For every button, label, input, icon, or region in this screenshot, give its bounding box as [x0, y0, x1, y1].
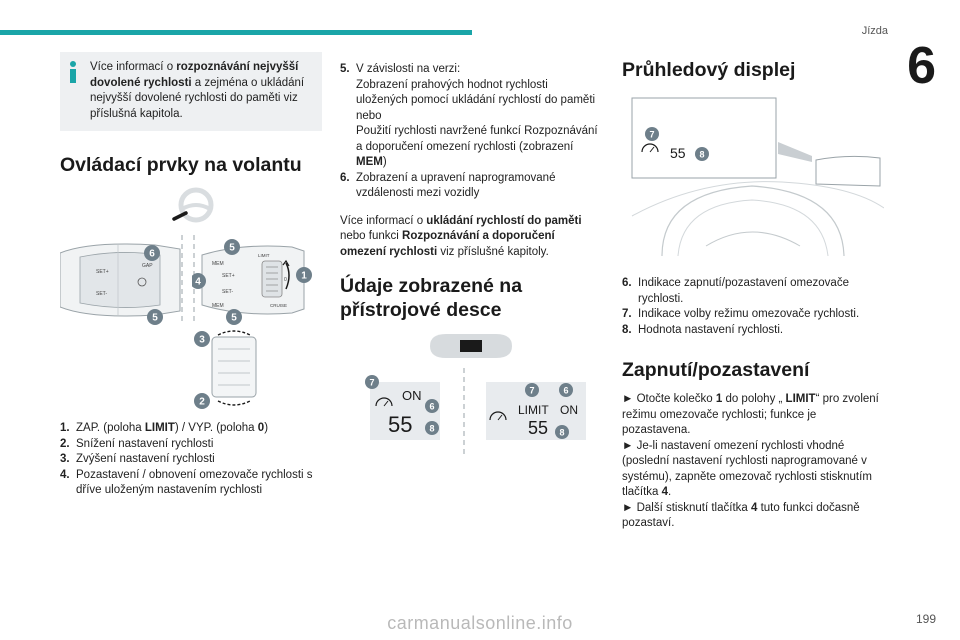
- label-limit: LIMIT: [258, 253, 270, 258]
- label-set-plus: SET+: [96, 269, 109, 275]
- left-stalk-illustration: SET+ SET- GAP 6 5: [60, 235, 183, 325]
- svg-text:4: 4: [195, 277, 201, 288]
- callout-5-top: 5: [224, 239, 240, 255]
- callout-2: 2: [194, 393, 210, 409]
- svg-text:8: 8: [559, 428, 564, 438]
- callout-6-b: 6: [559, 383, 573, 397]
- status-on-b: ON: [560, 403, 578, 417]
- callout-3: 3: [194, 331, 210, 347]
- callout-6-a: 6: [425, 399, 439, 413]
- hud-list: 6.Indikace zapnutí/pozastavení omezovače…: [622, 276, 884, 338]
- callout-7-a: 7: [365, 375, 379, 389]
- hud-speed-value: 55: [670, 145, 686, 161]
- status-on-a: ON: [402, 388, 422, 403]
- svg-text:5: 5: [231, 313, 237, 324]
- svg-text:6: 6: [149, 249, 155, 260]
- label-cruise: CRUISE: [270, 303, 287, 308]
- watermark: carmanualsonline.info: [387, 613, 573, 633]
- heading-instrument-panel: Údaje zobrazené na přístrojové desce: [340, 275, 523, 321]
- list-item: 3.Zvýšení nastavení rychlosti: [60, 453, 215, 465]
- right-stalk-illustration: MEM SET+ SET- MEM LIMIT CRUISE 0 5 4 1 5: [192, 235, 312, 325]
- label-mem-top: MEM: [212, 261, 224, 267]
- steering-controls-figure: SET+ SET- GAP 6 5 MEM SET+ SET- MEM LIMI…: [60, 185, 322, 411]
- status-limit-b: LIMIT: [518, 403, 549, 417]
- instrument-panel-figure: ON 55 7 6 8 LIMIT ON 55 7 6 8: [340, 332, 602, 462]
- svg-text:5: 5: [152, 313, 158, 324]
- speed-value-a: 55: [388, 412, 412, 437]
- head-up-display-figure: 55 7 8: [631, 97, 884, 257]
- list-item: 7.Indikace volby režimu omezovače rychlo…: [622, 308, 860, 320]
- speedometer-icon: [375, 397, 393, 407]
- svg-text:7: 7: [649, 130, 654, 140]
- svg-text:7: 7: [529, 386, 534, 396]
- instrument-panel-icon: [430, 334, 512, 358]
- svg-text:2: 2: [199, 397, 205, 408]
- callout-1: 1: [296, 267, 312, 283]
- callout-5: 5: [147, 309, 163, 325]
- info-text: Více informací o rozpoznávání nejvyšší d…: [90, 61, 305, 120]
- svg-text:7: 7: [369, 378, 374, 388]
- callout-8-hud: 8: [695, 147, 709, 161]
- list-item: 6.Indikace zapnutí/pozastavení omezovače…: [622, 277, 849, 305]
- callout-8-a: 8: [425, 421, 439, 435]
- callout-7-b: 7: [525, 383, 539, 397]
- list-item: 6.Zobrazení a upravení naprogramované vz…: [340, 171, 556, 200]
- speed-value-b: 55: [528, 418, 548, 438]
- steering-wheel-icon: [172, 187, 214, 223]
- instruction-3: ► Další stisknutí tlačítka 4 tuto funkci…: [622, 501, 860, 530]
- top-accent-bar: [0, 30, 472, 35]
- label-gap: GAP: [142, 263, 153, 269]
- speedometer-icon: [489, 411, 507, 421]
- list-item: 5. V závislosti na verzi: Zobrazení prah…: [340, 63, 598, 168]
- callout-8-b: 8: [555, 425, 569, 439]
- list-item: 8.Hodnota nastavení rychlosti.: [622, 323, 784, 336]
- callout-6: 6: [144, 245, 160, 261]
- callout-4: 4: [192, 273, 206, 289]
- heading-steering-controls: Ovládací prvky na volantu: [60, 154, 302, 176]
- controls-list-continued: 5. V závislosti na verzi: Zobrazení prah…: [340, 62, 602, 202]
- svg-text:8: 8: [699, 150, 704, 160]
- instruction-1: ► Otočte kolečko 1 do polohy „ LIMIT“ pr…: [622, 393, 879, 436]
- label-zero: 0: [284, 277, 287, 283]
- label-set-minus-right: SET-: [222, 289, 233, 295]
- instruction-2: ► Je-li nastavení omezení rychlosti vhod…: [622, 439, 872, 499]
- list-item: 4.Pozastavení / obnovení omezovače rychl…: [60, 468, 313, 497]
- svg-text:5: 5: [229, 243, 235, 254]
- svg-text:8: 8: [429, 424, 434, 434]
- controls-list: 1.ZAP. (poloha LIMIT) / VYP. (poloha 0) …: [60, 421, 322, 499]
- display-panels: ON 55 7 6 8 LIMIT ON 55 7 6 8: [365, 368, 586, 458]
- info-box: Více informací o rozpoznávání nejvyšší d…: [60, 52, 322, 131]
- chapter-number: 6: [907, 37, 936, 95]
- svg-text:1: 1: [301, 271, 307, 282]
- callout-5-bottom: 5: [226, 309, 242, 325]
- label-mem-bottom: MEM: [212, 303, 224, 309]
- more-info-text: Více informací o ukládání rychlostí do p…: [340, 214, 582, 258]
- column-1: Více informací o rozpoznávání nejvyšší d…: [60, 52, 322, 499]
- info-icon: [70, 61, 76, 83]
- svg-text:6: 6: [429, 402, 434, 412]
- svg-text:3: 3: [199, 335, 205, 346]
- callout-7-hud: 7: [645, 127, 659, 141]
- column-3: Průhledový displej 55 7 8 6.Indikace zap…: [622, 58, 884, 532]
- list-item: 1.ZAP. (poloha LIMIT) / VYP. (poloha 0): [60, 422, 269, 434]
- heading-on-off: Zapnutí/pozastavení: [622, 359, 810, 381]
- page-number: 199: [915, 612, 936, 626]
- stalk-detail-illustration: 3 2: [194, 330, 257, 409]
- label-set-plus-right: SET+: [222, 273, 235, 279]
- list-item: 2.Snížení nastavení rychlosti: [60, 437, 214, 450]
- heading-head-up-display: Průhledový displej: [622, 59, 796, 81]
- speedometer-icon: [641, 143, 659, 153]
- column-2: 5. V závislosti na verzi: Zobrazení prah…: [340, 62, 602, 462]
- svg-text:6: 6: [563, 386, 568, 396]
- label-set-minus: SET-: [96, 291, 107, 297]
- section-label: Jízda: [861, 25, 888, 37]
